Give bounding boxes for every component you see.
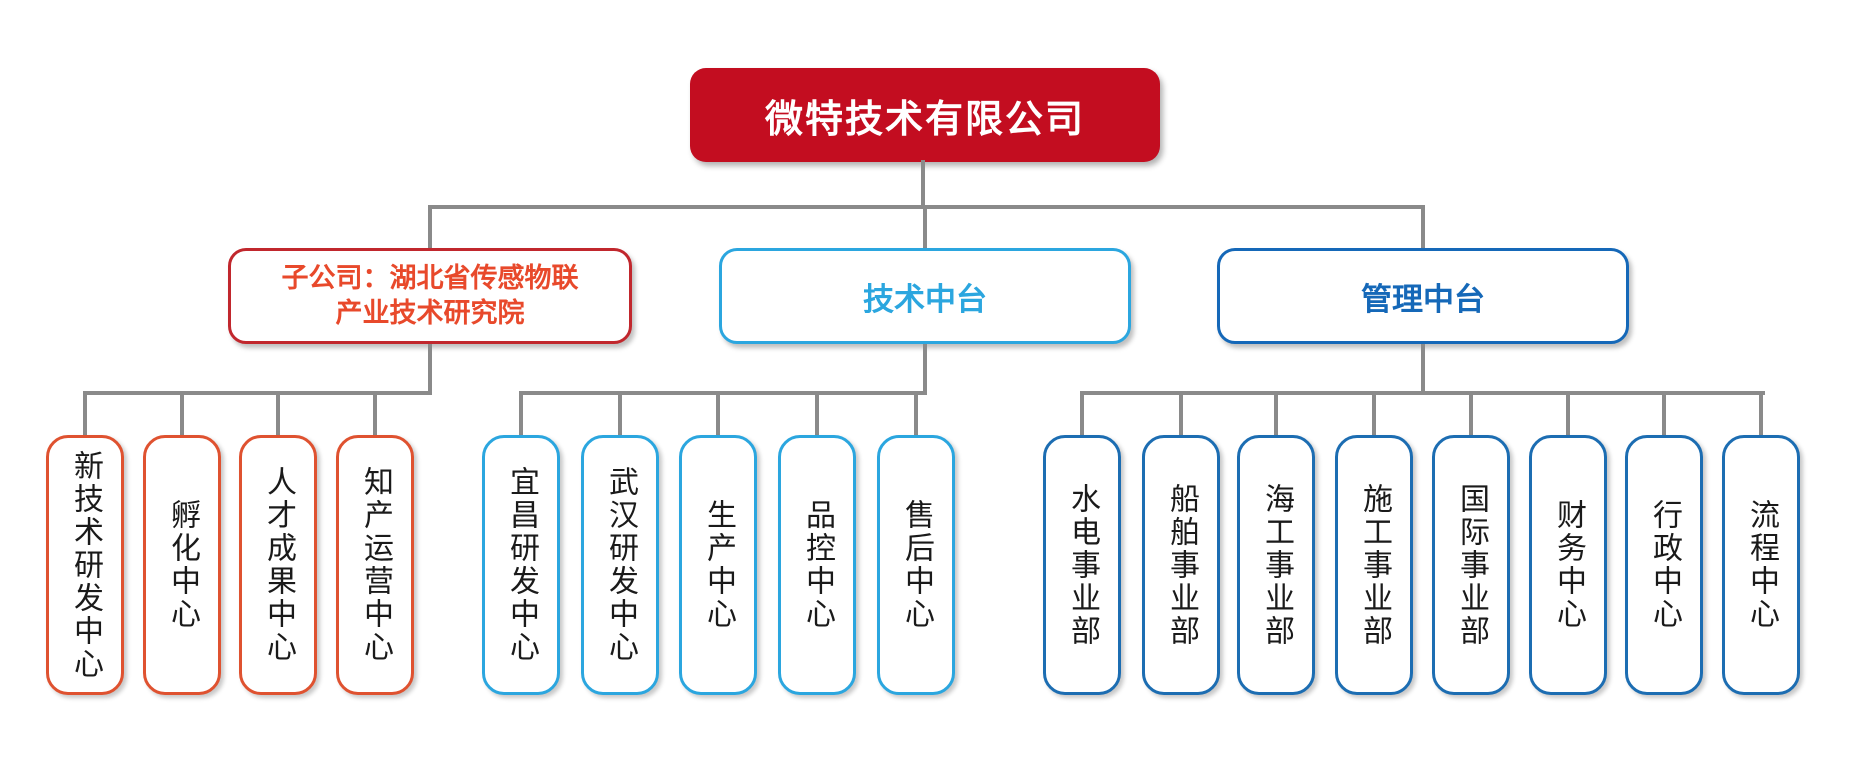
- dept-label: 人才成果中心: [262, 466, 295, 664]
- subsidiary-node: 子公司：湖北省传感物联产业技术研究院: [228, 248, 632, 344]
- dept-label: 生产中心: [702, 499, 735, 631]
- dept-node: 国际事业部: [1432, 435, 1510, 695]
- dept-label: 海工事业部: [1260, 482, 1293, 648]
- child-drop: [1759, 391, 1763, 439]
- dept-label: 品控中心: [801, 499, 834, 631]
- child-drop: [1179, 391, 1183, 439]
- child-drop: [1566, 391, 1570, 439]
- child-drop: [373, 391, 377, 439]
- dept-label: 财务中心: [1552, 499, 1585, 631]
- dept-node: 品控中心: [778, 435, 856, 695]
- child-drop: [815, 391, 819, 439]
- child-drop: [1372, 391, 1376, 439]
- tech-platform-child-connector: [923, 344, 927, 395]
- dept-node: 海工事业部: [1237, 435, 1315, 695]
- dept-label: 知产运营中心: [359, 466, 392, 664]
- child-drop: [1469, 391, 1473, 439]
- dept-node: 人才成果中心: [239, 435, 317, 695]
- dept-label: 新技术研发中心: [69, 449, 102, 681]
- dept-node: 财务中心: [1529, 435, 1607, 695]
- child-drop: [716, 391, 720, 439]
- root-connector: [921, 160, 925, 209]
- dept-label: 船舶事业部: [1165, 482, 1198, 648]
- dept-node: 施工事业部: [1335, 435, 1413, 695]
- tech-platform-drop: [923, 205, 927, 252]
- dept-node: 行政中心: [1625, 435, 1703, 695]
- management-platform-child-connector: [1421, 344, 1425, 395]
- management-platform-children-rail: [1080, 391, 1765, 395]
- dept-node: 宜昌研发中心: [482, 435, 560, 695]
- child-drop: [1274, 391, 1278, 439]
- tech-platform-node: 技术中台: [719, 248, 1131, 344]
- child-drop: [1080, 391, 1084, 439]
- dept-node: 武汉研发中心: [581, 435, 659, 695]
- child-drop: [519, 391, 523, 439]
- subsidiary-child-connector: [428, 344, 432, 395]
- subsidiary-label: 产业技术研究院: [335, 298, 525, 328]
- dept-node: 生产中心: [679, 435, 757, 695]
- tech-platform-children-rail: [519, 391, 927, 395]
- management-platform-node: 管理中台: [1217, 248, 1629, 344]
- child-drop: [1662, 391, 1666, 439]
- dept-label: 行政中心: [1648, 499, 1681, 631]
- subsidiary-label: 子公司：湖北省传感物联: [281, 262, 579, 293]
- dept-node: 售后中心: [877, 435, 955, 695]
- dept-node: 新技术研发中心: [46, 435, 124, 695]
- dept-label: 水电事业部: [1066, 482, 1099, 648]
- dept-node: 船舶事业部: [1142, 435, 1220, 695]
- dept-label: 孵化中心: [166, 499, 199, 631]
- child-drop: [914, 391, 918, 439]
- child-drop: [618, 391, 622, 439]
- dept-node: 孵化中心: [143, 435, 221, 695]
- management-platform-drop: [1421, 205, 1425, 252]
- dept-label: 宜昌研发中心: [505, 466, 538, 664]
- dept-node: 水电事业部: [1043, 435, 1121, 695]
- org-root-node: 微特技术有限公司: [690, 68, 1160, 162]
- child-drop: [83, 391, 87, 439]
- org-root-label: 微特技术有限公司: [764, 98, 1085, 141]
- dept-label: 武汉研发中心: [604, 466, 637, 664]
- dept-node: 流程中心: [1722, 435, 1800, 695]
- management-platform-label: 管理中台: [1361, 281, 1485, 317]
- subsidiary-drop: [428, 205, 432, 252]
- child-drop: [180, 391, 184, 439]
- dept-label: 售后中心: [900, 499, 933, 631]
- dept-label: 流程中心: [1745, 499, 1778, 631]
- subsidiary-children-rail: [83, 391, 432, 395]
- dept-label: 国际事业部: [1455, 482, 1488, 648]
- dept-label: 施工事业部: [1358, 482, 1391, 648]
- dept-node: 知产运营中心: [336, 435, 414, 695]
- tech-platform-label: 技术中台: [863, 281, 987, 317]
- child-drop: [276, 391, 280, 439]
